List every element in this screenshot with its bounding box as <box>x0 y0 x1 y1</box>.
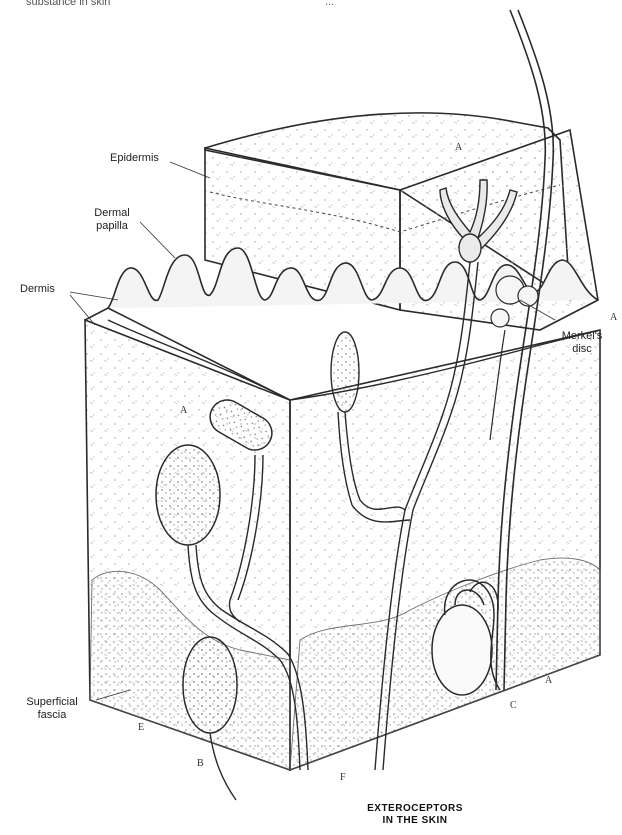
tag-a-right: A <box>610 312 617 323</box>
label-superficial-fascia: Superficial fascia <box>12 696 92 722</box>
label-dermal-papilla-line1: Dermal <box>82 207 142 220</box>
tag-f: F <box>340 772 346 783</box>
caption-line2: IN THE SKIN <box>330 815 500 827</box>
label-epidermis: Epidermis <box>110 152 159 165</box>
header-top-left: substance in skin <box>26 0 110 9</box>
label-dermis: Dermis <box>20 283 55 296</box>
tag-a-top: A <box>455 142 462 153</box>
tag-a-bottom: A <box>545 675 552 686</box>
label-merkels-disc: Merkel's disc <box>550 330 614 356</box>
tag-e: E <box>138 722 144 733</box>
label-dermal-papilla-line2: papilla <box>82 220 142 233</box>
caption-line1: EXTEROCEPTORS <box>330 803 500 815</box>
label-dermal-papilla: Dermal papilla <box>82 207 142 233</box>
label-merkels-disc-line1: Merkel's <box>550 330 614 343</box>
label-superficial-fascia-line1: Superficial <box>12 696 92 709</box>
header-top-mid: ... <box>325 0 334 9</box>
label-superficial-fascia-line2: fascia <box>12 709 92 722</box>
tag-a-left: A <box>180 405 187 416</box>
tag-b: B <box>197 758 204 769</box>
tag-c: C <box>510 700 517 711</box>
figure-caption: EXTEROCEPTORS IN THE SKIN <box>330 803 500 827</box>
label-merkels-disc-line2: disc <box>550 343 614 356</box>
